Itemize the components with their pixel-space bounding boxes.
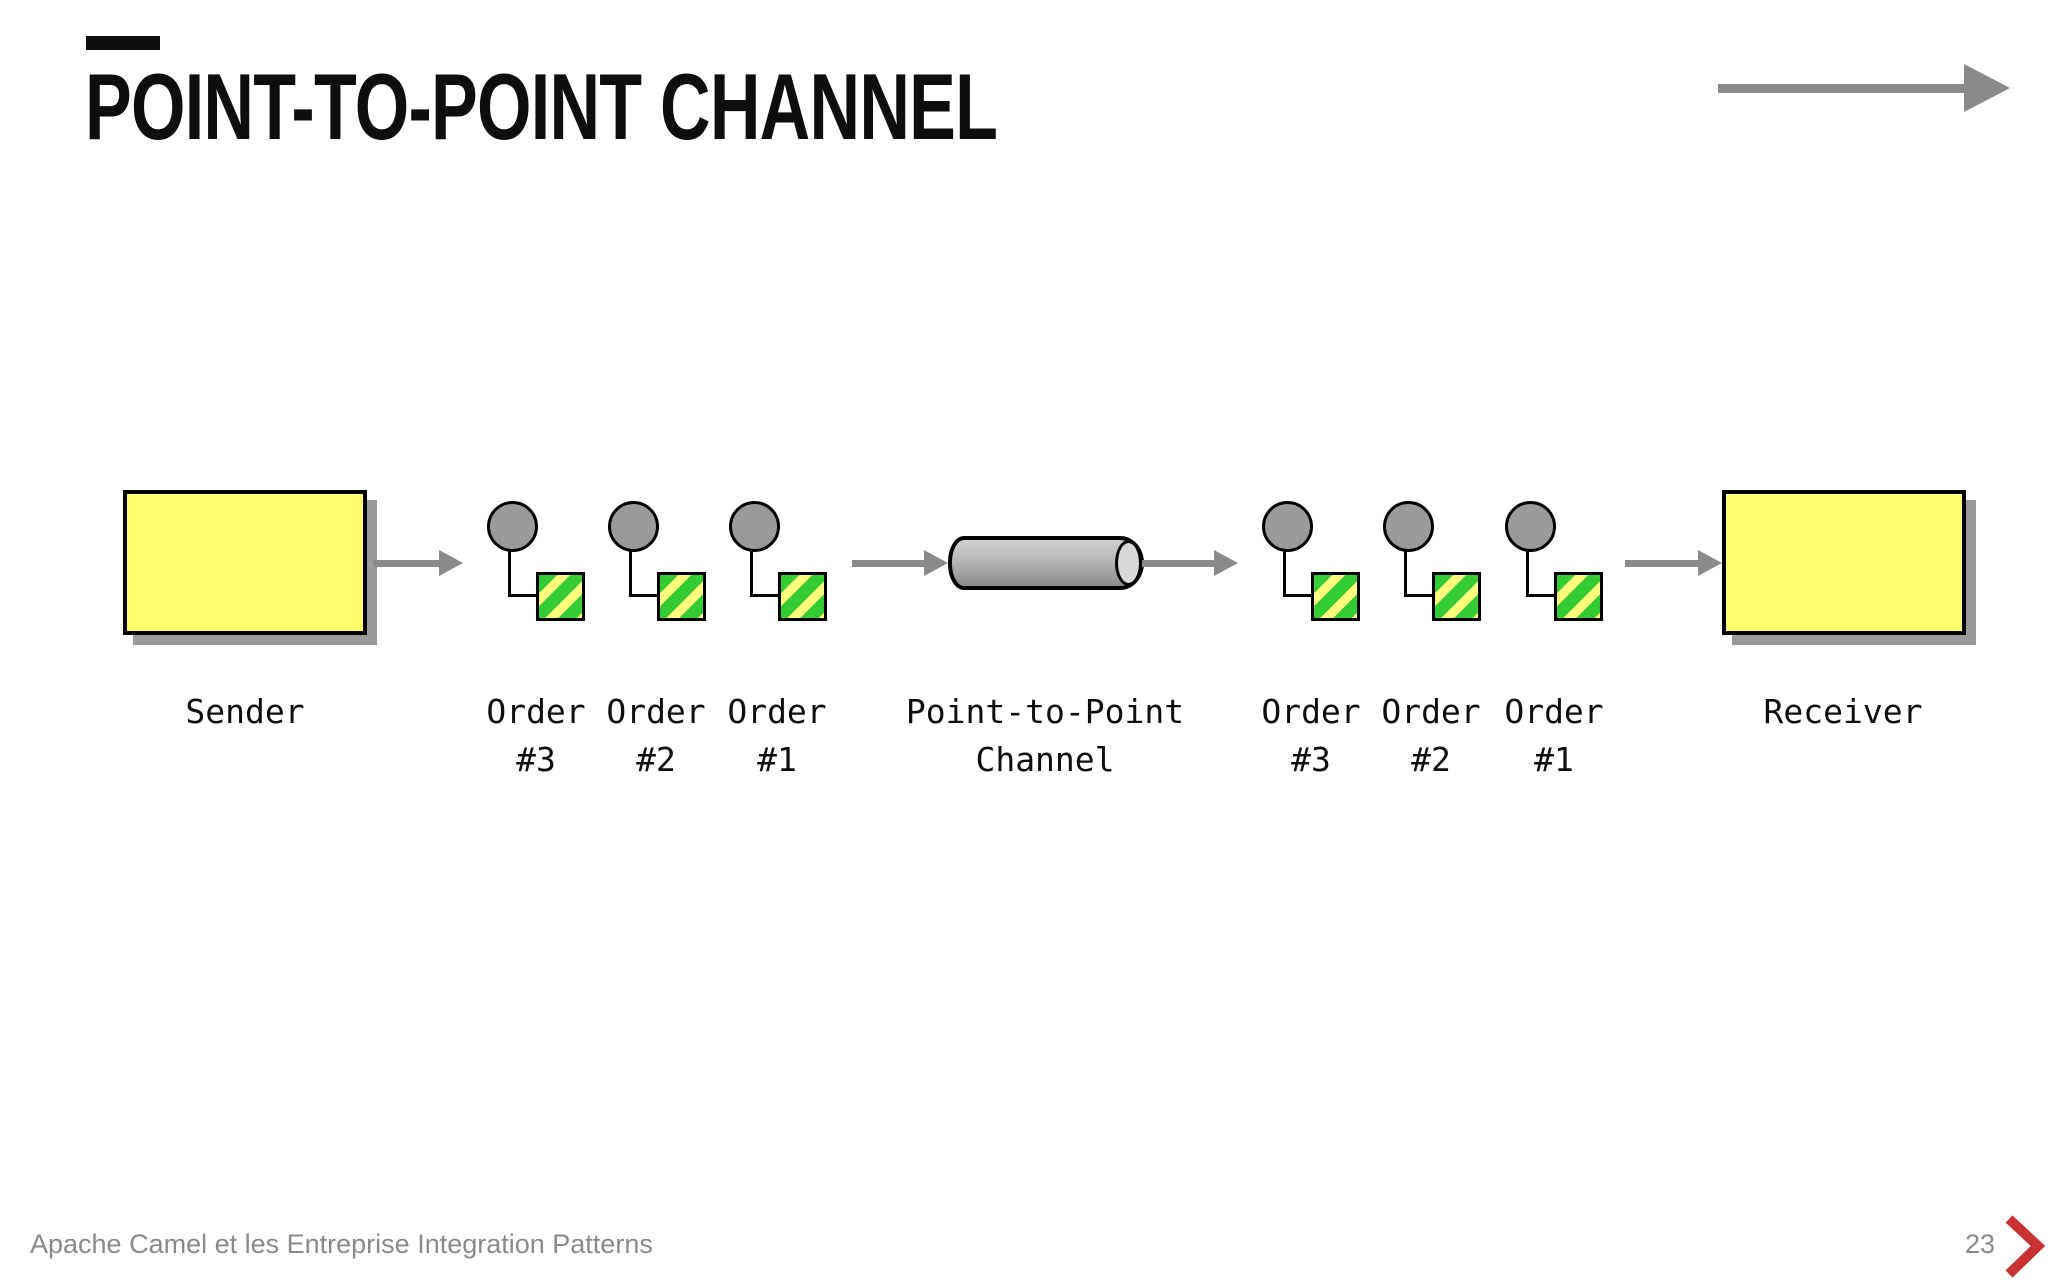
page-number: 23 — [1964, 1229, 1995, 1259]
message-payload-icon — [657, 572, 706, 621]
title-accent-bar — [86, 36, 160, 50]
message-payload-icon — [778, 572, 827, 621]
message-icon-left-order-1 — [729, 501, 829, 623]
arrow-line — [1718, 83, 1964, 93]
channel-label: Point-to-Point Channel — [905, 692, 1185, 779]
arrow-head-icon — [924, 550, 948, 576]
message-circle-icon — [487, 501, 538, 552]
message-circle-icon — [1383, 501, 1434, 552]
message-connector — [1283, 550, 1286, 597]
message-connector — [629, 550, 632, 597]
arrow-line — [1142, 559, 1214, 567]
channel-pipe-icon — [948, 536, 1144, 590]
right-order-2-label: Order #2 — [1381, 692, 1481, 779]
message-icon-right-order-3 — [1262, 501, 1362, 623]
message-circle-icon — [729, 501, 780, 552]
message-circle-icon — [1505, 501, 1556, 552]
message-icon-right-order-1 — [1505, 501, 1605, 623]
arrow-head-icon — [1214, 550, 1238, 576]
flow-arrow-out-of-channel — [1142, 546, 1238, 580]
right-order-3-label: Order #3 — [1261, 692, 1361, 779]
message-connector — [1404, 594, 1435, 597]
arrow-line — [1625, 559, 1698, 567]
message-icon-left-order-3 — [487, 501, 587, 623]
message-icon-right-order-2 — [1383, 501, 1483, 623]
arrow-head-icon — [1964, 64, 2010, 112]
decor-arrow-icon — [1718, 62, 2010, 114]
sender-label: Sender — [185, 692, 305, 731]
message-connector — [629, 594, 660, 597]
arrow-head-icon — [439, 550, 463, 576]
message-payload-icon — [1554, 572, 1603, 621]
message-circle-icon — [1262, 501, 1313, 552]
message-connector — [1283, 594, 1314, 597]
message-payload-icon — [1311, 572, 1360, 621]
left-order-1-label: Order #1 — [727, 692, 827, 779]
arrow-line — [373, 559, 439, 567]
message-icon-left-order-2 — [608, 501, 708, 623]
message-payload-icon — [536, 572, 585, 621]
message-connector — [1526, 594, 1557, 597]
next-page-chevron-icon — [2005, 1215, 2046, 1278]
arrow-head-icon — [1698, 550, 1722, 576]
left-order-2-label: Order #2 — [606, 692, 706, 779]
message-connector — [508, 594, 539, 597]
flow-arrow-sender — [373, 546, 463, 580]
footer-text: Apache Camel et les Entreprise Integrati… — [30, 1229, 653, 1259]
right-order-1-label: Order #1 — [1504, 692, 1604, 779]
receiver-label: Receiver — [1763, 692, 1923, 731]
arrow-line — [852, 559, 924, 567]
flow-arrow-receiver — [1625, 546, 1722, 580]
left-order-3-label: Order #3 — [486, 692, 586, 779]
message-connector — [750, 594, 781, 597]
flow-arrow-into-channel — [852, 546, 948, 580]
page-title: POINT-TO-POINT CHANNEL — [85, 54, 998, 159]
message-connector — [508, 550, 511, 597]
receiver-box — [1722, 490, 1966, 635]
channel-pipe-cap — [1115, 540, 1142, 586]
message-payload-icon — [1432, 572, 1481, 621]
message-connector — [1526, 550, 1529, 597]
message-connector — [750, 550, 753, 597]
message-circle-icon — [608, 501, 659, 552]
sender-box — [123, 490, 367, 635]
message-connector — [1404, 550, 1407, 597]
